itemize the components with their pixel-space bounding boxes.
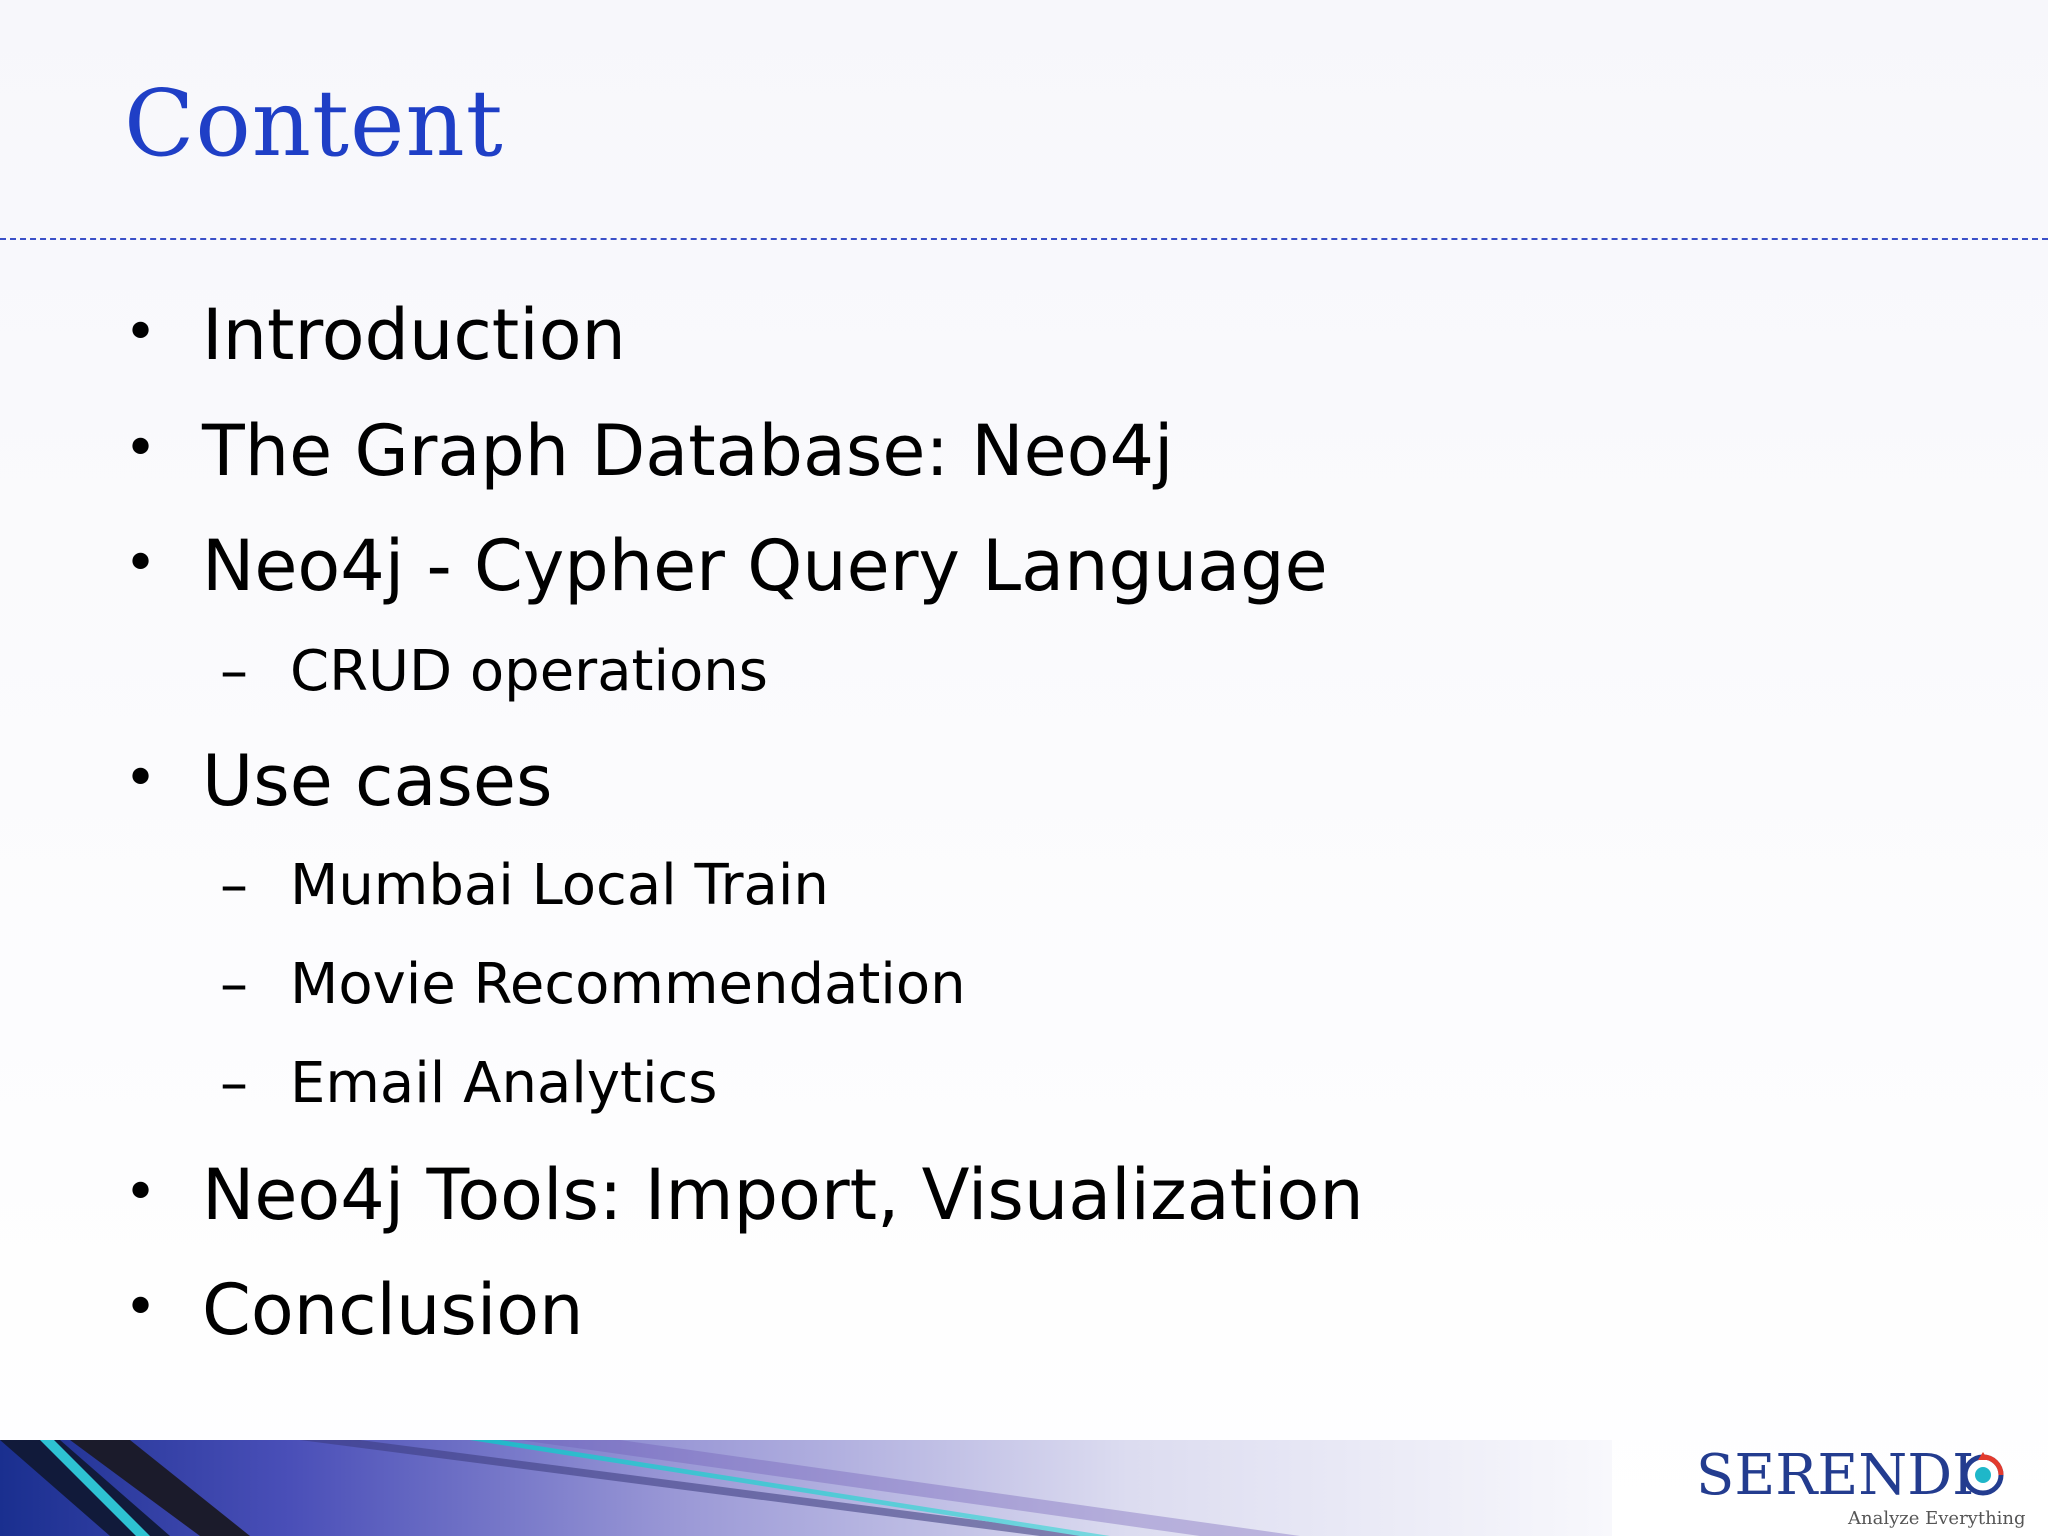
bullet-marker: •	[124, 300, 158, 365]
bullet-text: Conclusion	[202, 1269, 584, 1351]
bullet-item: •Conclusion	[124, 1275, 583, 1345]
bullet-item: •Neo4j Tools: Import, Visualization	[124, 1160, 1364, 1230]
dash-marker: –	[220, 853, 248, 918]
bullet-marker: •	[124, 416, 158, 481]
bullet-marker: •	[124, 1160, 158, 1225]
bullet-item: •Use cases	[124, 746, 552, 816]
dash-marker: –	[220, 1051, 248, 1116]
bullet-item: •Neo4j - Cypher Query Language	[124, 531, 1328, 601]
footer-swoosh-graphic	[0, 1440, 1612, 1536]
bullet-text: The Graph Database: Neo4j	[202, 410, 1174, 492]
bullet-text: Neo4j Tools: Import, Visualization	[202, 1154, 1364, 1236]
title-divider	[0, 238, 2048, 240]
logo-wordmark: SERENDI	[1696, 1443, 1975, 1508]
bullet-text: Neo4j - Cypher Query Language	[202, 525, 1328, 607]
bullet-item: •The Graph Database: Neo4j	[124, 416, 1174, 486]
bullet-text: Introduction	[202, 294, 626, 376]
sub-bullet-item: –CRUD operations	[220, 644, 768, 700]
bullet-text: Use cases	[202, 740, 553, 822]
sub-bullet-text: Mumbai Local Train	[290, 853, 829, 918]
slide-title: Content	[124, 70, 504, 177]
footer-decorative-band	[0, 1440, 1612, 1536]
dash-marker: –	[220, 639, 248, 704]
bullet-item: •Introduction	[124, 300, 626, 370]
dash-marker: –	[220, 952, 248, 1017]
sub-bullet-item: –Mumbai Local Train	[220, 858, 829, 914]
sub-bullet-text: Movie Recommendation	[290, 952, 966, 1017]
bullet-marker: •	[124, 531, 158, 596]
logo-circle-icon	[1962, 1452, 2004, 1496]
bullet-marker: •	[124, 746, 158, 811]
sub-bullet-item: –Email Analytics	[220, 1056, 717, 1112]
logo-tagline: Analyze Everything	[1848, 1508, 2026, 1529]
bullet-marker: •	[124, 1275, 158, 1340]
sub-bullet-text: Email Analytics	[290, 1051, 718, 1116]
sub-bullet-item: –Movie Recommendation	[220, 957, 966, 1013]
sub-bullet-text: CRUD operations	[290, 639, 768, 704]
company-logo: SERENDI Analyze Everything	[1690, 1443, 2026, 1532]
